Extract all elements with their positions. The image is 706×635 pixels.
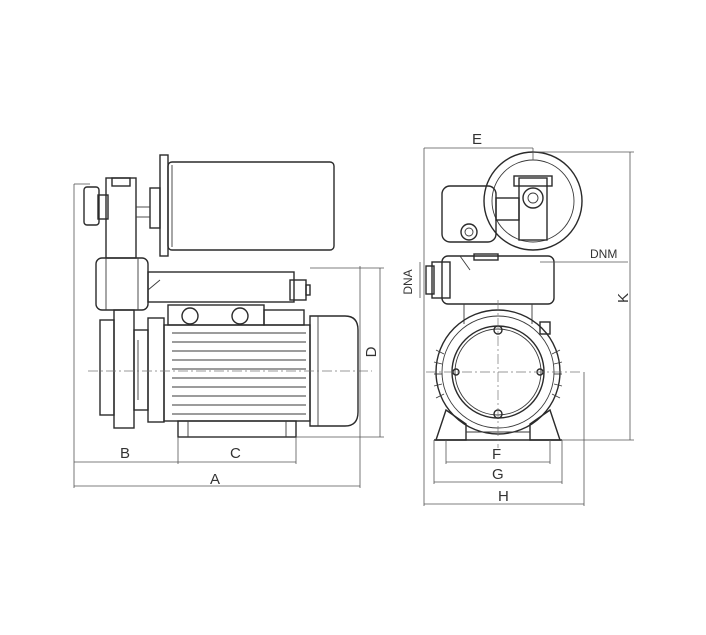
pump-head: [95, 257, 311, 311]
side-dimensions: [73, 183, 384, 488]
front-view: E K DNM DNA F G H: [401, 131, 634, 506]
dim-label-a: A: [210, 471, 220, 488]
valve-assembly: [83, 177, 150, 259]
dim-label-d: D: [363, 346, 380, 357]
switch-box: [441, 185, 520, 243]
pressure-tank: [149, 154, 335, 257]
tank-end: [483, 151, 583, 251]
dim-label-b: B: [120, 445, 130, 462]
dim-label-k: K: [615, 293, 632, 303]
dim-label-f: F: [492, 446, 501, 463]
dim-label-dna: DNA: [401, 269, 415, 294]
dim-label-c: C: [230, 445, 241, 462]
dim-label-e: E: [472, 131, 482, 148]
front-dimensions: [419, 147, 634, 506]
motor-body: [163, 304, 359, 438]
dim-label-h: H: [498, 488, 509, 505]
side-view: B C A D: [73, 154, 384, 488]
pump-head-front: [425, 253, 555, 324]
dim-label-dnm: DNM: [590, 247, 617, 261]
dim-label-g: G: [492, 466, 504, 483]
pump-housing: [99, 309, 165, 429]
